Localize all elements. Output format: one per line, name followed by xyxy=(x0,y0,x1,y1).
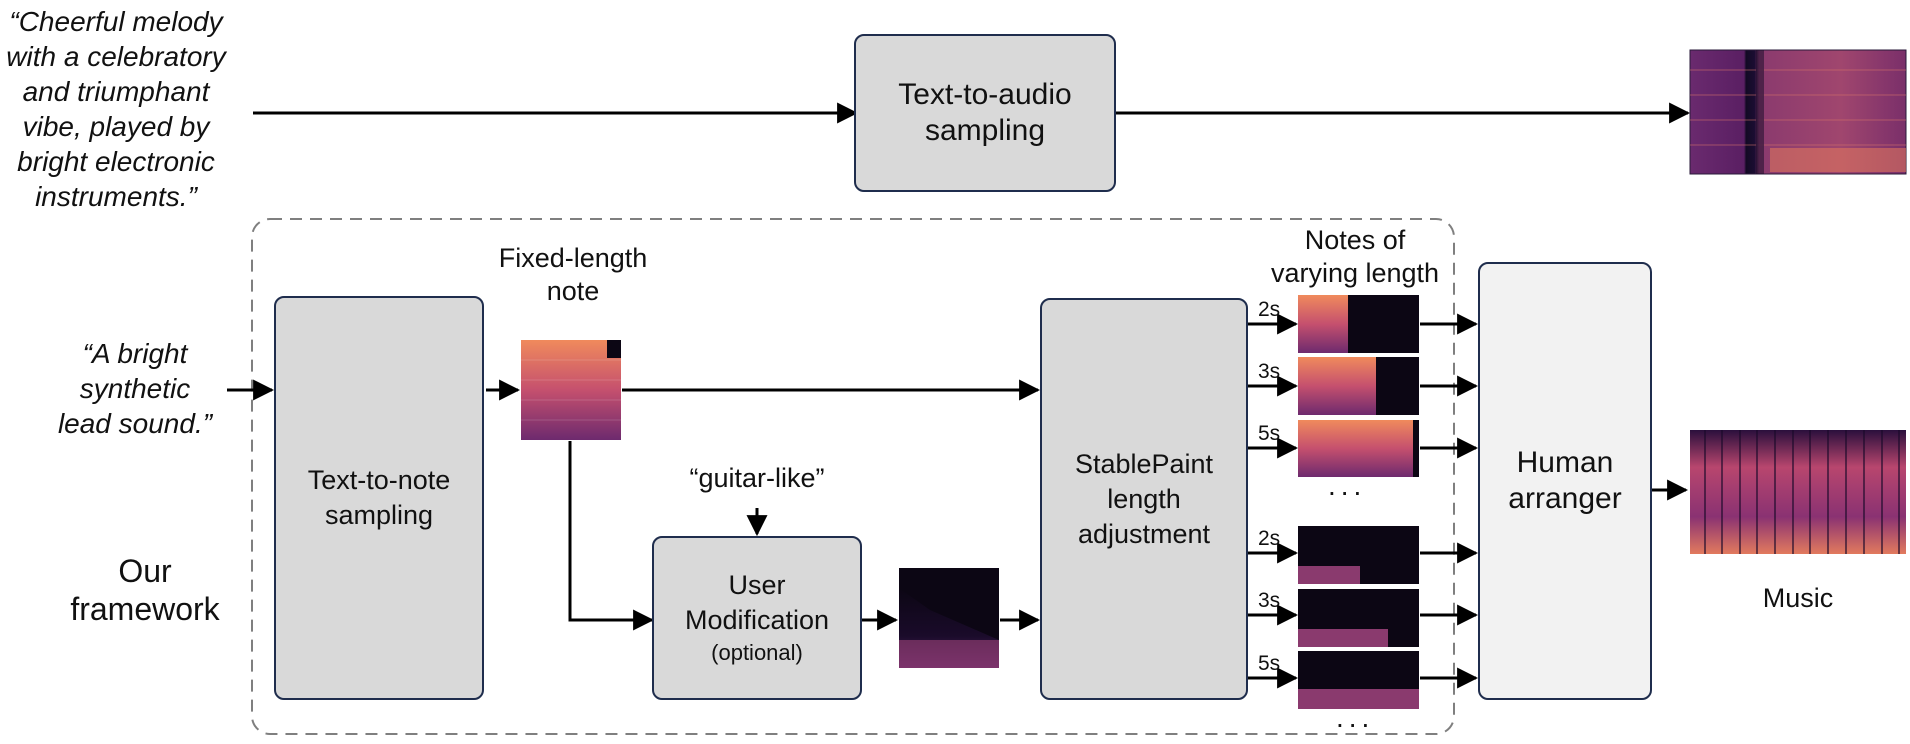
duration-2s-lower: 2s xyxy=(1258,527,1281,550)
music-prompt: “Cheerful melody with a celebratory and … xyxy=(6,6,226,212)
arrow-note-to-usermod xyxy=(568,441,655,631)
duration-5s-lower: 5s xyxy=(1258,652,1281,675)
note-2s-lower xyxy=(1298,526,1419,584)
music-label: Music xyxy=(1762,583,1834,613)
user-modification-box: User Modification (optional) xyxy=(652,536,862,700)
text-to-note-label: Text-to-note sampling xyxy=(307,465,451,530)
note-5s-upper xyxy=(1298,420,1419,477)
guitar-like-label: “guitar-like” xyxy=(689,463,825,493)
human-arranger-label: Human arranger xyxy=(1508,446,1622,515)
human-arranger-box: Human arranger xyxy=(1478,262,1652,700)
note-3s-lower xyxy=(1298,589,1419,647)
duration-2s-upper: 2s xyxy=(1258,298,1281,321)
duration-3s-upper: 3s xyxy=(1258,360,1281,383)
modified-note xyxy=(899,568,999,668)
varying-length-label: Notes of varying length xyxy=(1270,225,1440,288)
ellipsis-upper: ... xyxy=(1328,470,1367,501)
user-modification-optional: (optional) xyxy=(711,640,803,665)
duration-5s-upper: 5s xyxy=(1258,422,1281,445)
note-2s-upper xyxy=(1298,295,1419,353)
stablepaint-box: StablePaint length adjustment xyxy=(1040,298,1248,700)
note-prompt: “A bright synthetic lead sound.” xyxy=(57,338,213,439)
text-to-audio-box: Text-to-audio sampling xyxy=(854,34,1116,192)
music-spectrogram xyxy=(1690,430,1906,554)
note-5s-lower xyxy=(1298,651,1419,709)
framework-label: Our framework xyxy=(70,553,220,627)
framework-boundary xyxy=(251,218,1455,735)
user-modification-label: User Modification xyxy=(684,570,830,635)
fixed-length-note xyxy=(521,340,621,440)
text-to-audio-label: Text-to-audio sampling xyxy=(898,78,1072,147)
text-to-note-box: Text-to-note sampling xyxy=(274,296,484,700)
duration-3s-lower: 3s xyxy=(1258,589,1281,612)
stablepaint-label: StablePaint length adjustment xyxy=(1074,448,1214,549)
fixed-length-label: Fixed-length note xyxy=(498,243,648,306)
tta-spectrogram xyxy=(1689,49,1907,175)
note-3s-upper xyxy=(1298,357,1419,415)
ellipsis-lower: ... xyxy=(1336,702,1375,733)
